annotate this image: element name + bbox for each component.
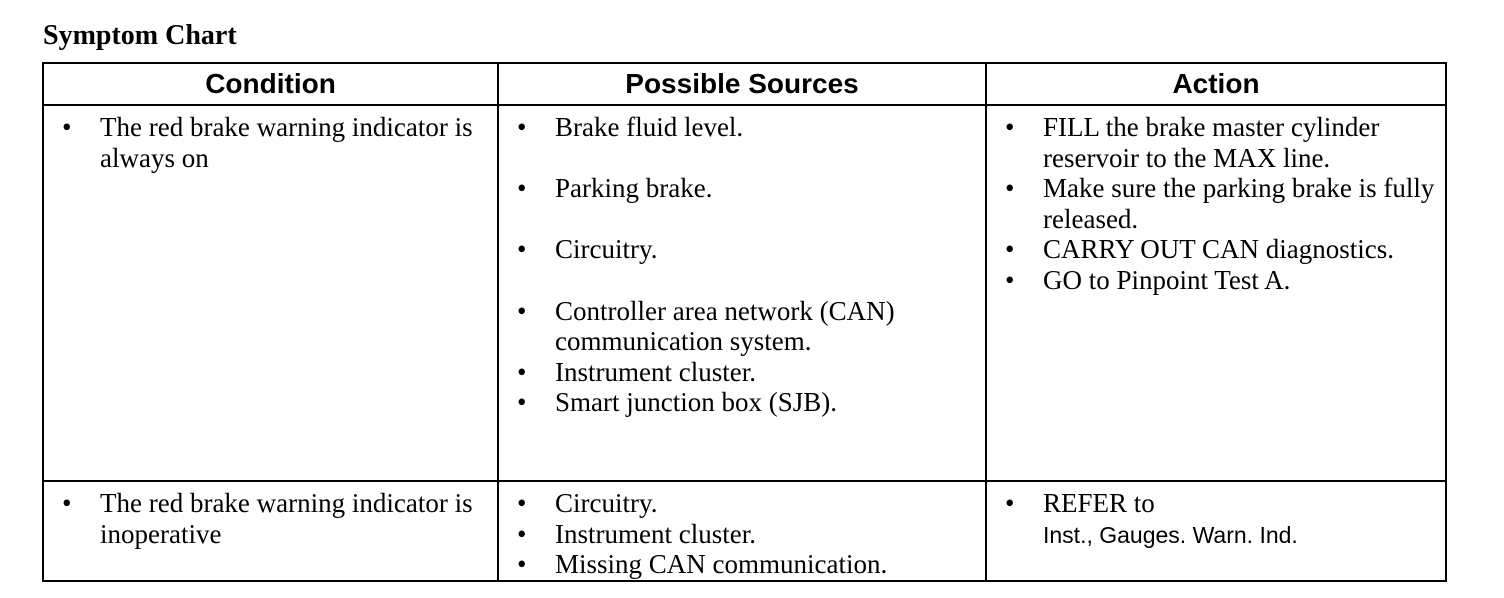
chart-title: Symptom Chart [43,20,237,51]
source-item: Circuitry. [499,234,985,265]
condition-cell: The red brake warning indicator is inope… [42,480,499,582]
header-possible-sources: Possible Sources [497,62,987,106]
action-item: FILL the brake master cylinder reservoir… [987,112,1445,173]
source-item: Instrument cluster. [499,357,985,388]
source-item: Controller area network (CAN) communicat… [499,296,985,357]
action-item: CARRY OUT CAN diagnostics. [987,234,1445,265]
table-row: The red brake warning indicator is alway… [42,104,1447,482]
condition-cell: The red brake warning indicator is alway… [42,104,499,482]
reference-link[interactable]: Inst., Gauges. Warn. Ind. [1043,521,1298,548]
header-action: Action [985,62,1447,106]
sources-cell: Brake fluid level. Parking brake. Circui… [497,104,987,482]
condition-item: The red brake warning indicator is alway… [44,112,497,173]
source-item: Missing CAN communication. [499,549,985,580]
condition-item: The red brake warning indicator is inope… [44,488,497,549]
refer-to-text: REFER to [1043,488,1155,518]
action-item: GO to Pinpoint Test A. [987,265,1445,296]
action-item: REFER to Inst., Gauges. Warn. Ind. [987,488,1445,551]
action-cell: FILL the brake master cylinder reservoir… [985,104,1447,482]
source-item: Smart junction box (SJB). [499,387,985,418]
header-condition: Condition [42,62,499,106]
source-item: Circuitry. [499,488,985,519]
sources-cell: Circuitry. Instrument cluster. Missing C… [497,480,987,582]
source-item: Parking brake. [499,173,985,204]
source-item: Brake fluid level. [499,112,985,143]
header-row: Condition Possible Sources Action [42,62,1447,106]
symptom-table: Condition Possible Sources Action The re… [42,62,1447,582]
source-item: Instrument cluster. [499,519,985,550]
action-cell: REFER to Inst., Gauges. Warn. Ind. [985,480,1447,582]
table-row: The red brake warning indicator is inope… [42,480,1447,582]
action-item: Make sure the parking brake is fully rel… [987,173,1445,234]
